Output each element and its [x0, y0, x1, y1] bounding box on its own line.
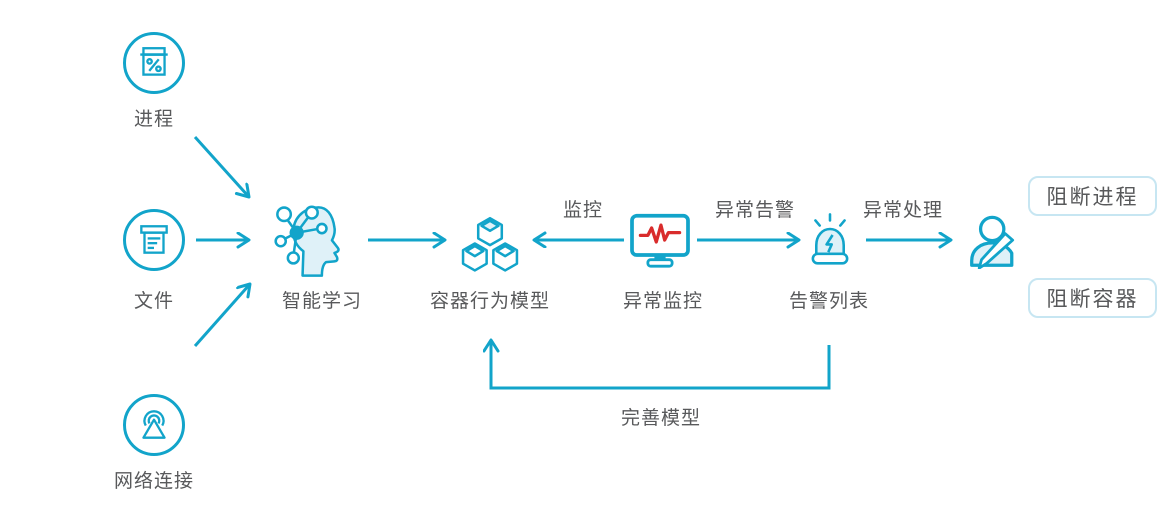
edge-label-refine: 完善模型	[620, 407, 701, 429]
model-node	[458, 216, 522, 276]
edge-network-to-learning	[193, 284, 250, 347]
ecg-monitor-icon	[630, 213, 690, 268]
monitor-node	[629, 213, 691, 269]
block-container-box: 阻断容器	[1028, 278, 1157, 318]
process-node	[123, 32, 185, 94]
alarm-siren-icon	[811, 213, 849, 265]
network-node	[123, 394, 185, 456]
network-connection-icon	[142, 410, 166, 439]
alerts-node	[806, 212, 854, 270]
learning-node	[274, 205, 358, 279]
learning-label: 智能学习	[281, 290, 362, 312]
edge-process-to-learning	[193, 135, 249, 197]
network-label: 网络连接	[113, 470, 194, 492]
operator-icon	[970, 215, 1015, 269]
block-process-label: 阻断进程	[1046, 185, 1139, 209]
edge-label-handle: 异常处理	[862, 199, 943, 221]
file-node	[123, 209, 185, 271]
edge-alerts-refine-model	[491, 340, 831, 390]
process-box-icon	[140, 47, 168, 76]
monitor-label: 异常监控	[622, 290, 703, 312]
block-process-box: 阻断进程	[1028, 176, 1157, 216]
process-label: 进程	[133, 108, 174, 130]
ai-head-icon	[274, 205, 340, 277]
operator-node	[966, 215, 1024, 269]
block-container-label: 阻断容器	[1046, 287, 1139, 311]
edge-label-alert: 异常告警	[714, 199, 795, 221]
file-label: 文件	[133, 290, 174, 312]
alerts-label: 告警列表	[788, 290, 869, 312]
file-icon	[140, 225, 168, 254]
model-label: 容器行为模型	[429, 290, 550, 312]
container-cubes-icon	[461, 216, 519, 272]
edge-label-monitor: 监控	[562, 199, 603, 221]
